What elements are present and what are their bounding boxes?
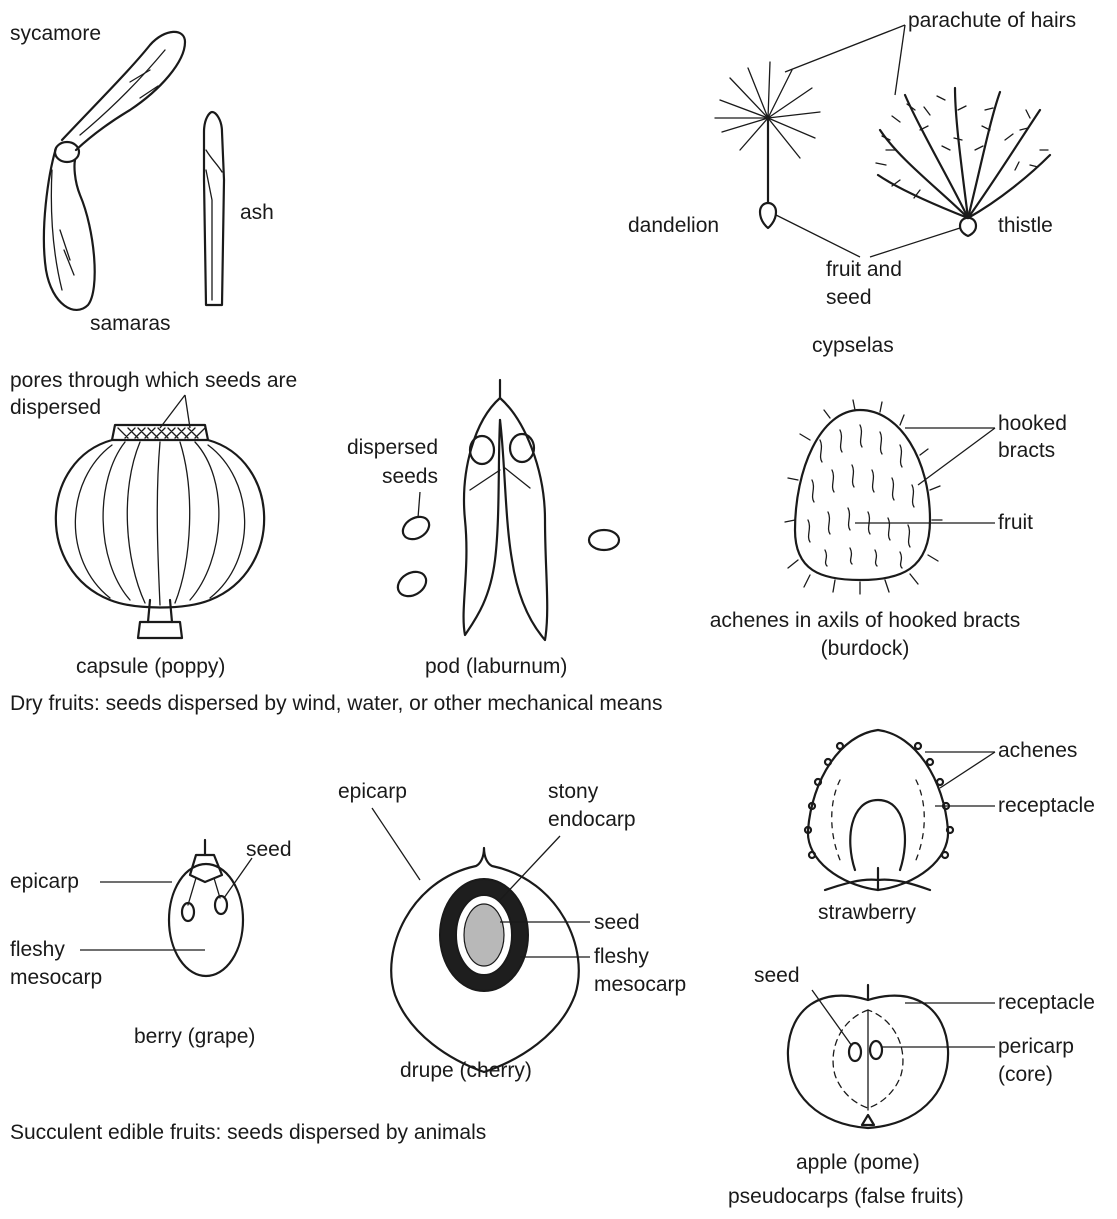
burdock-fruit-label: fruit — [998, 509, 1033, 537]
succulent-caption: Succulent edible fruits: seeds dispersed… — [10, 1119, 486, 1147]
hooked-bracts-label-line2: bracts — [998, 437, 1055, 465]
dispersed-seeds-label-line2: seeds — [310, 463, 438, 491]
apple-leaders — [812, 990, 995, 1047]
strawberry-achenes-label: achenes — [998, 737, 1077, 765]
strawberry-receptacle-label: receptacle — [998, 792, 1095, 820]
hooked-bracts-label: hooked — [998, 410, 1067, 438]
apple-pome — [788, 985, 948, 1128]
burdock-caption: achenes in axils of hooked bracts — [655, 607, 1075, 635]
fruit-and-seed-label-line2: seed — [826, 284, 872, 312]
stony-endocarp-label: stony — [548, 778, 598, 806]
pericarp-label: pericarp — [998, 1033, 1074, 1061]
poppy-capsule — [56, 425, 264, 638]
dispersed-seeds-label: dispersed — [310, 434, 438, 462]
burdock-fruit — [785, 400, 942, 594]
pod-label: pod (laburnum) — [425, 653, 567, 681]
berry-seed-label: seed — [246, 836, 292, 864]
ash-samara — [204, 112, 224, 305]
thistle-label: thistle — [998, 212, 1053, 240]
grape-berry — [169, 840, 243, 976]
pores-leaders — [160, 395, 190, 428]
drupe-epicarp-label: epicarp — [338, 778, 407, 806]
berry-caption: berry (grape) — [134, 1023, 255, 1051]
apple-receptacle-label: receptacle — [998, 989, 1095, 1017]
strawberry-caption: strawberry — [818, 899, 916, 927]
sycamore-label: sycamore — [10, 20, 101, 48]
cypsela-leaders — [776, 25, 960, 257]
dispersed-seed — [589, 530, 619, 550]
sycamore-samara — [44, 32, 185, 310]
strawberry-pseudocarp — [805, 730, 953, 890]
capsule-label: capsule (poppy) — [76, 653, 225, 681]
dry-fruits-caption: Dry fruits: seeds dispersed by wind, wat… — [10, 690, 662, 718]
dandelion-label: dandelion — [628, 212, 719, 240]
drupe-caption: drupe (cherry) — [400, 1057, 532, 1085]
burdock-caption-line2: (burdock) — [655, 635, 1075, 663]
berry-epicarp-label: epicarp — [10, 868, 79, 896]
samaras-label: samaras — [90, 310, 171, 338]
pores-label-line2: dispersed — [10, 394, 101, 422]
apple-caption: apple (pome) — [796, 1149, 920, 1177]
parachute-of-hairs-label: parachute of hairs — [908, 7, 1076, 35]
berry-mesocarp-label: fleshy — [10, 936, 65, 964]
drupe-mesocarp-label: fleshy — [594, 943, 649, 971]
berry-mesocarp-label-line2: mesocarp — [10, 964, 102, 992]
drupe-mesocarp-label-line2: mesocarp — [594, 971, 686, 999]
drupe-seed-label: seed — [594, 909, 640, 937]
dandelion-cypsela — [715, 62, 820, 228]
cypselas-label: cypselas — [812, 332, 894, 360]
cherry-drupe — [391, 848, 579, 1072]
laburnum-pod — [464, 380, 548, 640]
dispersed-seed — [394, 567, 431, 601]
fruit-and-seed-label: fruit and — [826, 256, 902, 284]
dispersed-seed — [399, 512, 433, 543]
apple-seed-label: seed — [754, 962, 800, 990]
stony-endocarp-label-line2: endocarp — [548, 806, 636, 834]
dispersed-seeds-leader — [418, 492, 420, 518]
pericarp-label-line2: (core) — [998, 1061, 1053, 1089]
pores-label: pores through which seeds are — [10, 367, 297, 395]
ash-label: ash — [240, 199, 274, 227]
pseudocarps-caption: pseudocarps (false fruits) — [728, 1183, 964, 1211]
